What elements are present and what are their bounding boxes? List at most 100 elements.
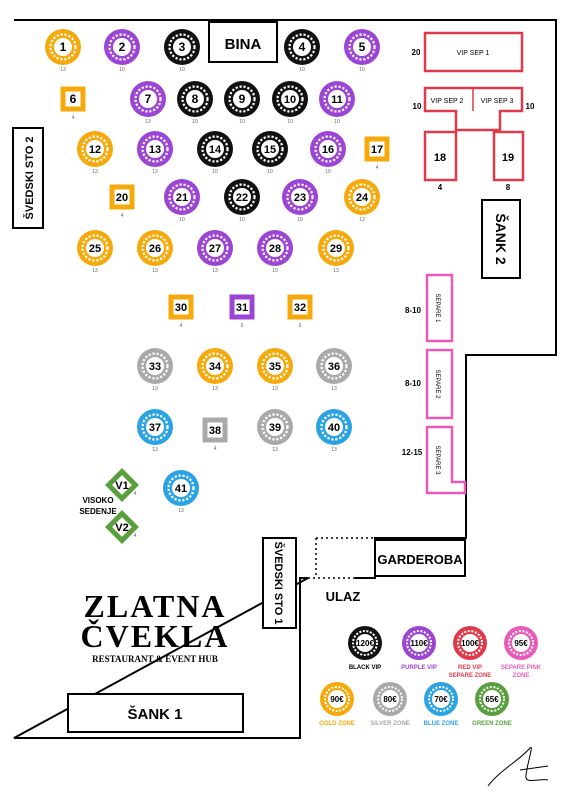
table-capacity: 4 (214, 446, 217, 452)
table-31[interactable]: 31 6 (229, 294, 255, 329)
legend-label: RED VIP (458, 665, 482, 671)
table-capacity: 13 (92, 169, 98, 175)
legend-label: SEPARE ZONE (449, 673, 492, 679)
legend-chip-green: 65€GREEN ZONE (472, 682, 512, 727)
table-number: 26 (149, 243, 161, 255)
table-capacity: 4 (72, 115, 75, 121)
table-capacity: 6 (241, 323, 244, 329)
table-number: 5 (359, 40, 366, 54)
table-41[interactable]: 41 13 (163, 470, 199, 514)
table-3[interactable]: 310 (164, 29, 200, 73)
table-19[interactable] (492, 130, 525, 182)
cloakroom-label: GARDEROBA (377, 552, 463, 567)
table-5[interactable]: 510 (344, 29, 380, 73)
table-capacity: 13 (178, 508, 184, 514)
table-capacity: 4 (134, 533, 137, 539)
table-capacity: 13 (333, 268, 339, 274)
table-V2[interactable]: V24 (105, 510, 139, 544)
legend-price: 70€ (434, 695, 448, 704)
table-20[interactable]: 204 (109, 184, 135, 219)
separe-2[interactable] (425, 348, 454, 420)
table-19-cap: 8 (506, 183, 511, 192)
table-capacity: 10 (212, 169, 218, 175)
table-number: 8 (192, 92, 199, 106)
separe-1-cap: 8-10 (405, 306, 422, 315)
table-capacity: 10 (179, 217, 185, 223)
table-number: 17 (371, 144, 383, 156)
table-capacity: 13 (152, 268, 158, 274)
vip-sep-1[interactable] (423, 31, 524, 73)
table-capacity: 10 (297, 217, 303, 223)
table-number: 7 (145, 92, 152, 106)
table-9[interactable]: 910 (224, 81, 260, 125)
legend-price: 90€ (330, 695, 344, 704)
separe-3-label: SEPARE 3 (434, 446, 440, 476)
table-capacity: 13 (92, 268, 98, 274)
table-4[interactable]: 410 (284, 29, 320, 73)
entrance-label: ULAZ (326, 589, 361, 604)
logo-line-2: ČVEKLA (81, 618, 230, 654)
table-number: 34 (209, 361, 222, 373)
table-capacity: 10 (267, 169, 273, 175)
table-38[interactable]: 384 (202, 417, 228, 452)
bar-2-box (481, 199, 521, 279)
table-6[interactable]: 64 (60, 86, 86, 121)
table-18[interactable] (423, 130, 458, 182)
separe-3[interactable] (425, 425, 467, 495)
table-number: 41 (175, 483, 187, 495)
separe-1[interactable] (425, 273, 454, 343)
table-1[interactable]: 113 (45, 29, 81, 73)
table-number: V1 (115, 480, 128, 492)
table-number: 31 (236, 302, 248, 314)
separe-3-cap: 12-15 (402, 448, 423, 457)
vip-sep-3-label: VIP SEP 3 (481, 98, 514, 105)
legend-price: 95€ (514, 639, 528, 648)
table-capacity: 13 (60, 67, 66, 73)
table-7[interactable]: 713 (130, 81, 166, 125)
table-number: 40 (328, 422, 340, 434)
logo-line-1: ZLATNA (84, 588, 227, 624)
table-17[interactable]: 174 (364, 136, 390, 171)
table-30[interactable]: 304 (168, 294, 194, 329)
separe-2-cap: 8-10 (405, 379, 422, 388)
table-number: 4 (299, 40, 306, 54)
table-capacity: 10 (179, 67, 185, 73)
table-18-cap: 4 (438, 183, 443, 192)
table-number: 30 (175, 302, 187, 314)
table-32[interactable]: 326 (287, 294, 313, 329)
table-8[interactable]: 810 (177, 81, 213, 125)
legend-price: 80€ (383, 695, 397, 704)
bar-1-box (67, 693, 244, 733)
legend-chip-black: 120€BLACK VIP (348, 626, 382, 671)
table-2[interactable]: 210 (104, 29, 140, 73)
table-26[interactable]: 26 13 (137, 230, 173, 274)
separe-2-label: SEPARE 2 (434, 370, 440, 400)
table-V1[interactable]: V14 (105, 468, 139, 502)
vip-sep-2-cap: 10 (413, 102, 422, 111)
table-number: 20 (116, 192, 128, 204)
